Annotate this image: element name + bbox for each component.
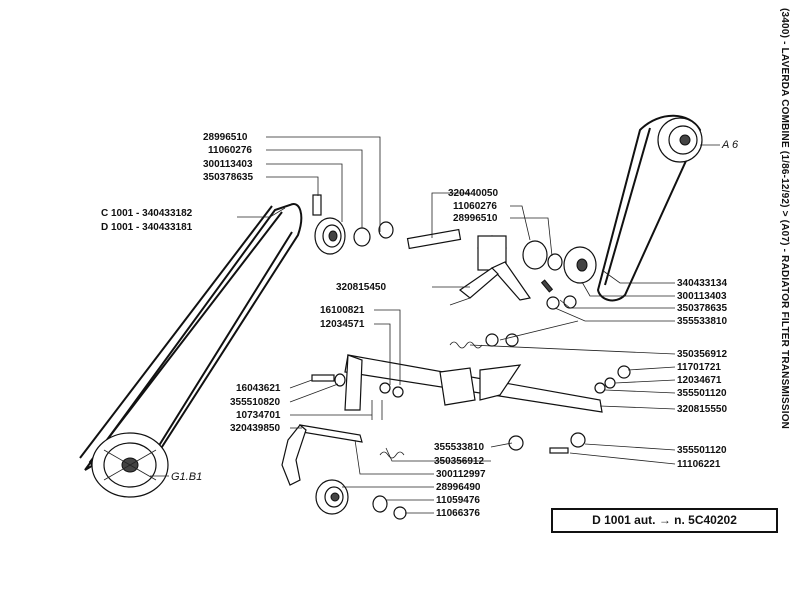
label-355501120-b: 355501120 (677, 445, 727, 456)
label-28996510-b: 28996510 (453, 213, 498, 224)
part-labels: 28996510 11060276 300113403 350378635 C … (101, 132, 739, 519)
label-355533810-a: 355533810 (677, 316, 727, 327)
label-12034671: 12034671 (677, 375, 722, 386)
label-11059476: 11059476 (436, 495, 480, 506)
label-12034571-a: 12034571 (320, 319, 365, 330)
right-belt-a6 (596, 114, 703, 302)
label-350356912-a: 350356912 (677, 349, 727, 360)
pins-10734701 (371, 400, 383, 420)
label-355510820: 355510820 (230, 397, 280, 408)
label-16043621: 16043621 (236, 383, 281, 394)
label-355501120-a: 355501120 (677, 388, 727, 399)
tensioner-arm-320815450 (449, 267, 499, 306)
label-355533810-b: 355533810 (434, 442, 484, 453)
label-300113403-b: 300113403 (677, 291, 727, 302)
upper-bearing-pulley (312, 194, 346, 255)
label-10734701: 10734701 (236, 410, 281, 421)
upper-shaft-320440050 (406, 228, 532, 301)
label-340433134: 340433134 (677, 278, 727, 289)
lower-lever-320439850 (281, 424, 363, 486)
diagram-title: (3400) - LAVERDA COMBINE (1/86-12/92) > … (779, 8, 790, 430)
label-11060276-a: 11060276 (208, 145, 252, 156)
label-320815450: 320815450 (336, 282, 386, 293)
label-320439850: 320439850 (230, 423, 280, 434)
lower-bearing-pulley (315, 479, 407, 520)
label-28996490: 28996490 (436, 482, 481, 493)
right-pulley-assembly (522, 240, 597, 284)
tension-spring-upper (449, 341, 483, 349)
label-28996510-a: 28996510 (203, 132, 248, 143)
label-300112997: 300112997 (436, 469, 486, 480)
label-11106221: 11106221 (677, 459, 721, 470)
label-11701721: 11701721 (677, 362, 721, 373)
mid-washers (508, 432, 586, 454)
note-box: D 1001 aut. → n. 5C40202 (551, 508, 778, 533)
label-belt-c1001: C 1001 - 340433182 (101, 208, 193, 219)
label-350356912-b: 350356912 (434, 456, 484, 467)
frame-bar-320815550 (344, 354, 603, 413)
label-group-a6: A 6 (721, 139, 739, 151)
label-300113403-a: 300113403 (203, 159, 253, 170)
label-16100821: 16100821 (320, 305, 365, 316)
label-350378635-b: 350378635 (677, 303, 727, 314)
label-group-g1b1: G1.B1 (171, 471, 202, 483)
label-320440050: 320440050 (448, 188, 498, 199)
bolt-16043621 (311, 373, 346, 387)
bottom-left-pulley (91, 432, 169, 498)
label-belt-d1001: D 1001 - 340433181 (101, 222, 193, 233)
right-washers (594, 365, 631, 394)
label-350378635-a: 350378635 (203, 172, 253, 183)
leader-lines (150, 136, 720, 514)
label-11066376: 11066376 (436, 508, 480, 519)
upper-circlip (353, 221, 394, 247)
small-pin-washers (485, 279, 577, 347)
label-320815550: 320815550 (677, 404, 727, 415)
lower-spring-350356912 (379, 451, 405, 459)
label-11060276-b: 11060276 (453, 201, 497, 212)
